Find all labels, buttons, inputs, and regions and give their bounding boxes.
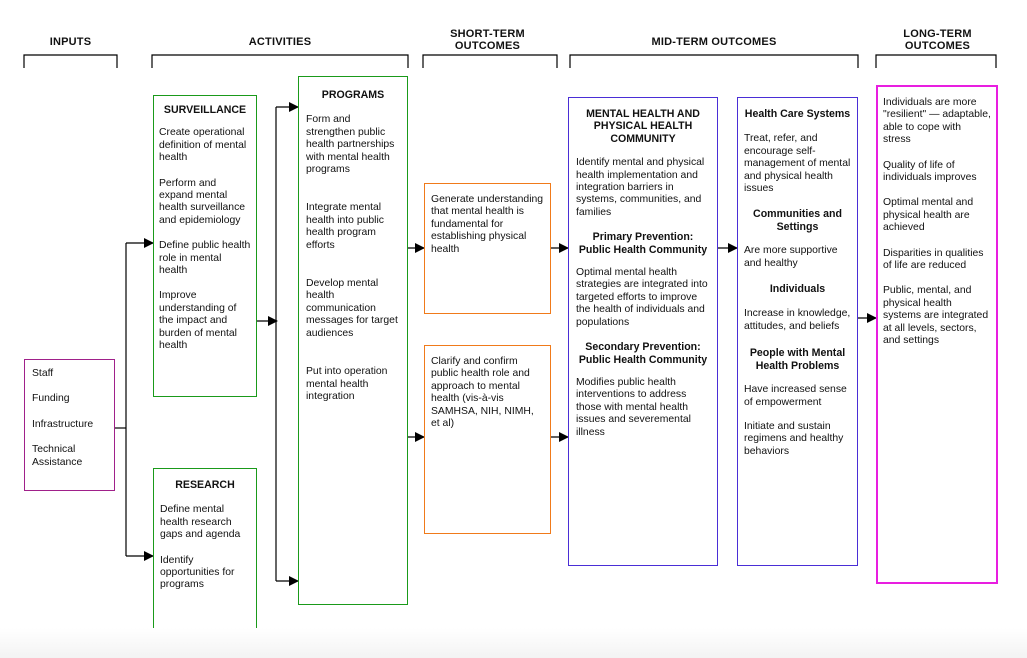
surveillance-item: Create operational definition of mental … — [159, 127, 247, 164]
surveillance-item: Perform and expand mental health surveil… — [159, 177, 246, 226]
primary-prevention-text: Optimal mental health strategies are int… — [576, 267, 708, 328]
surveillance-box: SURVEILLANCE Create operational definiti… — [153, 95, 257, 397]
health-care-systems-title: Health Care Systems — [744, 108, 851, 120]
programs-title: PROGRAMS — [321, 89, 385, 101]
mid-term-header: MID-TERM OUTCOMES — [651, 36, 777, 48]
short-term-text-2: Clarify and confirm public health role a… — [431, 356, 534, 430]
health-care-systems-text: Treat, refer, and encourage self-managem… — [744, 133, 851, 195]
research-box: RESEARCH Define mental health research g… — [153, 468, 257, 630]
mid-term-bracket — [569, 54, 859, 68]
programs-item: Form and strengthen public health partne… — [306, 114, 395, 176]
long-term-item: Public, mental, and physical health syst… — [883, 285, 989, 347]
long-term-item: Optimal mental and physical health are a… — [883, 197, 974, 234]
people-text-2: Initiate and sustain regimens and health… — [744, 420, 844, 457]
short-term-box-2: Clarify and confirm public health role a… — [424, 345, 551, 534]
research-item: Identify opportunities for programs — [160, 554, 235, 591]
primary-prevention-title: Primary Prevention: Public Health Commun… — [578, 231, 708, 256]
community-title: MENTAL HEALTH AND PHYSICAL HEALTH COMMUN… — [586, 108, 700, 145]
inputs-header: INPUTS — [49, 36, 92, 48]
long-term-item: Disparities in qualities of life are red… — [883, 247, 984, 272]
individuals-text: Increase in knowledge, attitudes, and be… — [744, 308, 851, 332]
secondary-prevention-text: Modifies public health interventions to … — [576, 376, 691, 438]
research-item: Define mental health research gaps and a… — [160, 504, 241, 541]
long-term-box: Individuals are more "resilient" — adapt… — [876, 85, 998, 584]
research-title: RESEARCH — [175, 479, 235, 491]
input-item-funding: Funding — [32, 393, 70, 405]
footer-band — [0, 628, 1027, 658]
surveillance-title: SURVEILLANCE — [163, 104, 247, 116]
short-term-text-1: Generate understanding that mental healt… — [431, 194, 544, 255]
surveillance-item: Define public health role in mental heal… — [159, 240, 251, 277]
input-item-technical-assistance: Technical Assistance — [32, 444, 83, 468]
short-term-header: SHORT-TERM OUTCOMES — [450, 28, 525, 52]
input-item-staff: Staff — [32, 368, 54, 379]
people-mental-health-title: People with Mental Health Problems — [749, 347, 846, 372]
programs-item: Put into operation mental health integra… — [306, 366, 388, 402]
long-term-bracket — [875, 54, 997, 68]
long-term-item: Individuals are more "resilient" — adapt… — [883, 97, 991, 146]
short-term-box-1: Generate understanding that mental healt… — [424, 183, 551, 314]
people-text-1: Have increased sense of empowerment — [744, 384, 847, 408]
secondary-prevention-title: Secondary Prevention: Public Health Comm… — [578, 341, 708, 366]
programs-item: Integrate mental health into public heal… — [306, 202, 384, 251]
long-term-item: Quality of life of individuals improves — [883, 159, 977, 184]
activities-bracket — [151, 54, 409, 68]
community-intro: Identify mental and physical health impl… — [576, 157, 705, 218]
communities-settings-title: Communities and Settings — [753, 208, 842, 233]
individuals-title: Individuals — [769, 283, 826, 296]
communities-settings-text: Are more supportive and healthy — [744, 245, 838, 269]
programs-box: PROGRAMS Form and strengthen public heal… — [298, 76, 408, 605]
inputs-bracket — [23, 54, 118, 68]
activities-header: ACTIVITIES — [248, 36, 312, 48]
surveillance-item: Improve understanding of the impact and … — [159, 290, 237, 352]
inputs-box: Staff Funding Infrastructure Technical A… — [24, 359, 115, 491]
input-item-infrastructure: Infrastructure — [32, 418, 94, 430]
mid-term-community-box: MENTAL HEALTH AND PHYSICAL HEALTH COMMUN… — [568, 97, 718, 566]
short-term-bracket — [422, 54, 558, 68]
long-term-header: LONG-TERM OUTCOMES — [903, 28, 972, 52]
mid-term-systems-box: Health Care Systems Treat, refer, and en… — [737, 97, 858, 566]
programs-item: Develop mental health communication mess… — [306, 278, 398, 339]
